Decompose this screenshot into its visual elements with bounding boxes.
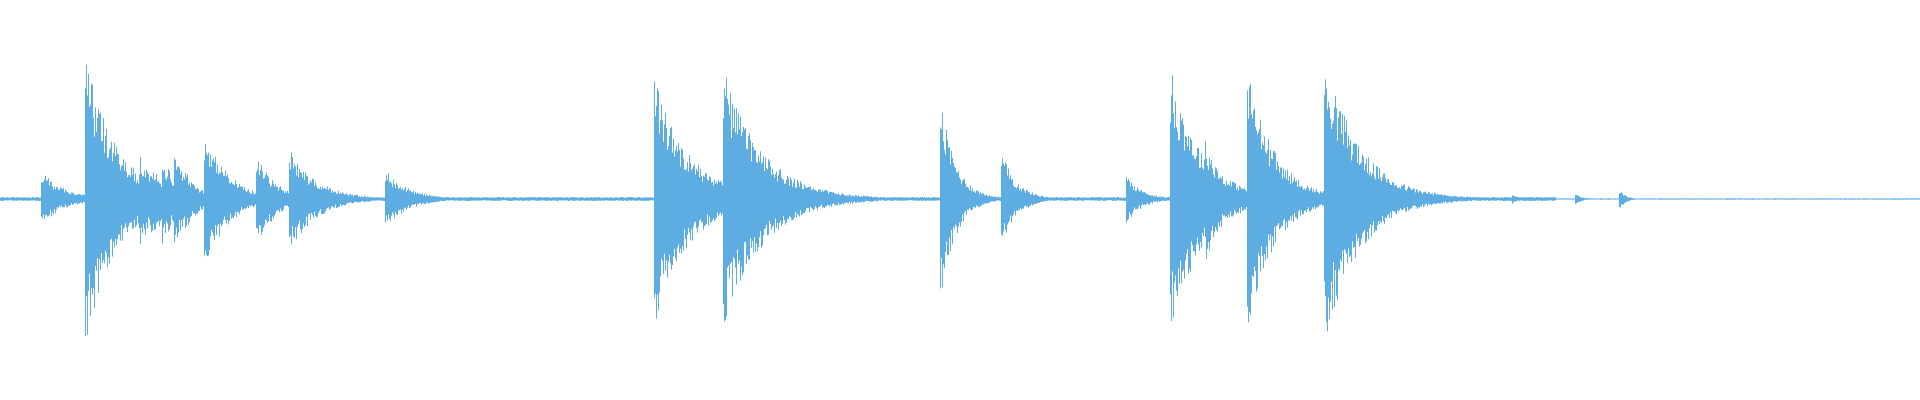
waveform-trace <box>0 64 1920 336</box>
